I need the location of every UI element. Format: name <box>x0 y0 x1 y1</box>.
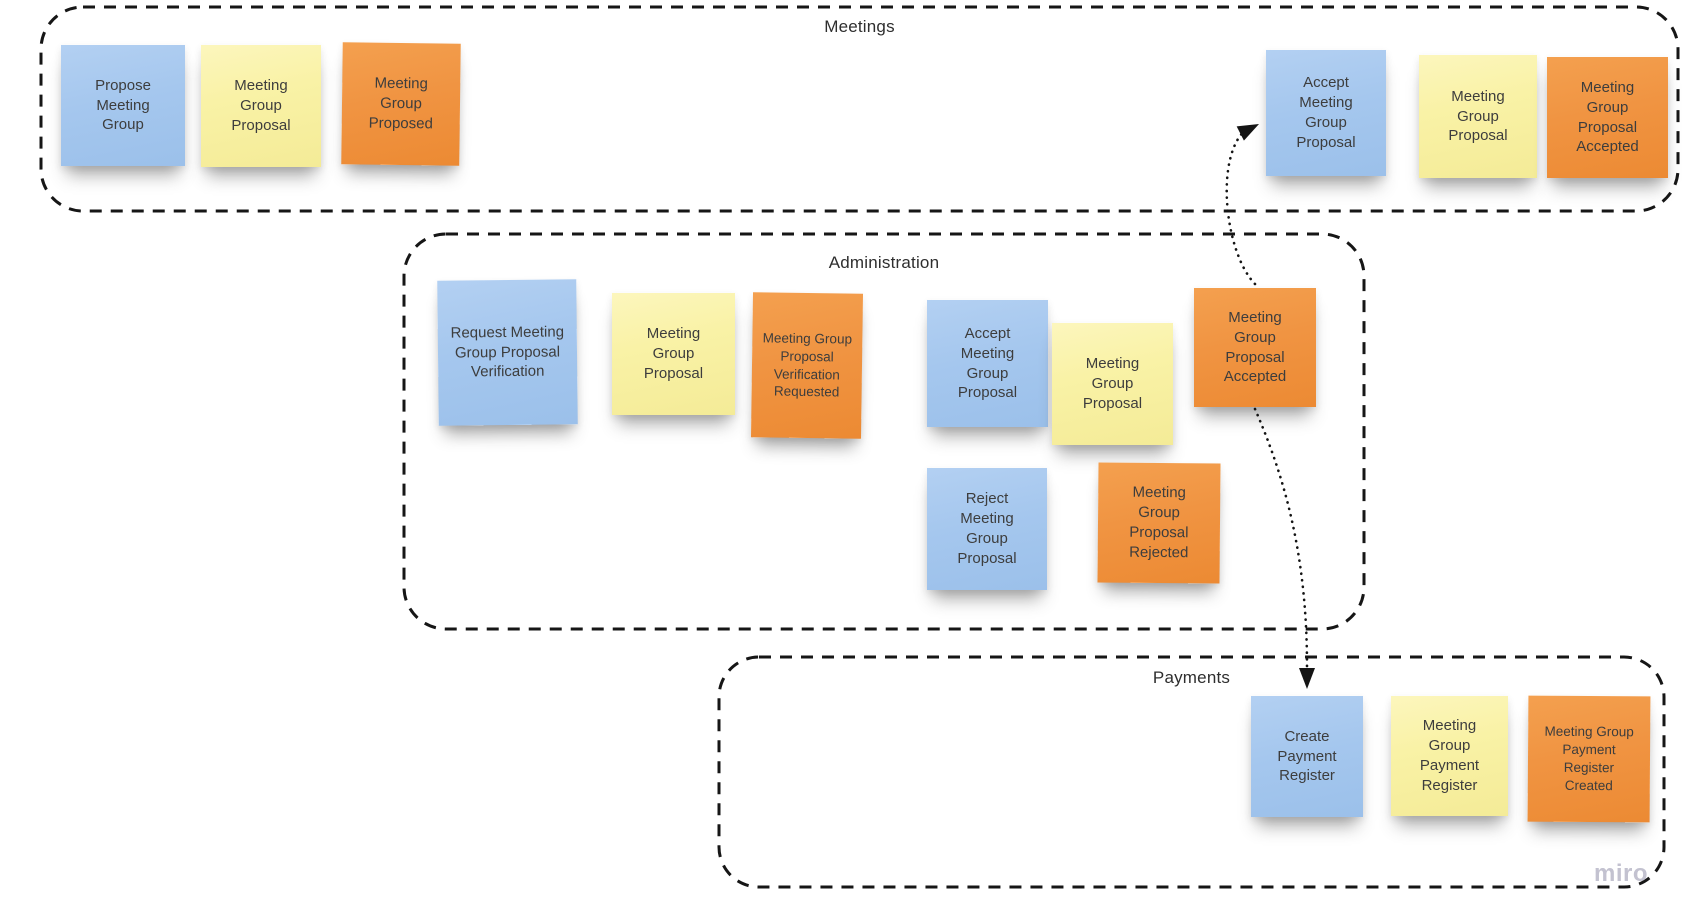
sticky-note[interactable]: Reject Meeting Group Proposal <box>927 468 1047 590</box>
sticky-note[interactable]: Create Payment Register <box>1251 696 1363 817</box>
sticky-note[interactable]: Meeting Group Payment Register <box>1391 696 1508 816</box>
sticky-note[interactable]: Meeting Group Proposal <box>1052 323 1173 445</box>
sticky-note[interactable]: Meeting Group Proposal Accepted <box>1194 288 1316 407</box>
frame-payments[interactable] <box>717 655 1666 889</box>
sticky-note[interactable]: Meeting Group Proposal Verification Requ… <box>750 292 864 439</box>
sticky-note[interactable]: Meeting Group Proposal Rejected <box>1097 462 1221 584</box>
miro-watermark-logo: miro <box>1594 860 1649 887</box>
sticky-note[interactable]: Meeting Group Proposal Accepted <box>1547 57 1668 178</box>
sticky-note[interactable]: Request Meeting Group Proposal Verificat… <box>437 279 578 426</box>
frame-title-administration: Administration <box>828 253 940 272</box>
sticky-note[interactable]: Accept Meeting Group Proposal <box>927 300 1048 427</box>
frame-title-meetings: Meetings <box>824 17 895 36</box>
connector-accepted-to-payments[interactable] <box>1253 407 1315 689</box>
sticky-note[interactable]: Meeting Group Payment Register Created <box>1527 695 1651 823</box>
sticky-note[interactable]: Accept Meeting Group Proposal <box>1266 50 1386 176</box>
sticky-note[interactable]: Meeting Group Proposed <box>341 42 461 166</box>
arrowhead-right-icon <box>1236 124 1259 141</box>
sticky-note[interactable]: Propose Meeting Group <box>61 45 185 166</box>
sticky-note[interactable]: Meeting Group Proposal <box>1419 55 1537 178</box>
frame-title-payments: Payments <box>1152 668 1231 687</box>
sticky-note[interactable]: Meeting Group Proposal <box>612 293 735 415</box>
sticky-note[interactable]: Meeting Group Proposal <box>201 45 321 167</box>
